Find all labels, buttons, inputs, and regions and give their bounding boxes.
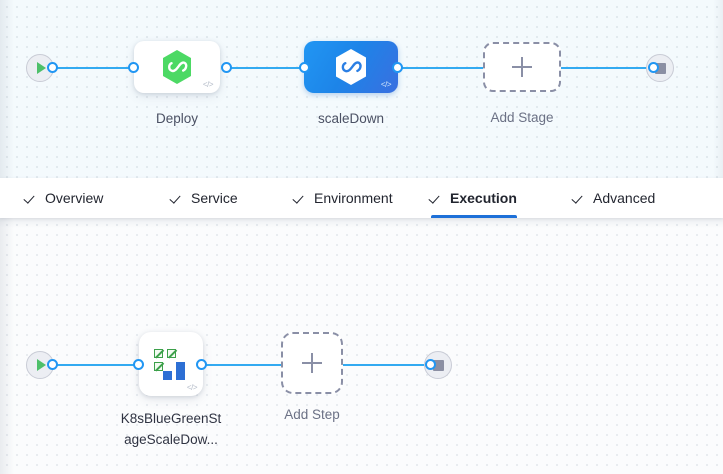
tab-service[interactable]: Service <box>172 178 238 218</box>
port-step-end-in[interactable] <box>425 359 436 370</box>
canvas-edge-shadow-right <box>713 0 723 178</box>
tab-label: Advanced <box>593 190 656 206</box>
check-icon <box>26 192 38 204</box>
add-step-label: Add Step <box>284 407 340 422</box>
check-icon <box>431 192 443 204</box>
tab-environment[interactable]: Environment <box>295 178 393 218</box>
connector-deploy-to-scaledown <box>222 67 306 69</box>
port-deploy-in[interactable] <box>128 62 139 73</box>
stop-icon <box>654 62 666 74</box>
step-label-k8s-blue-green-scale-down: K8sBlueGreenSt ageScaleDow... <box>120 411 222 447</box>
code-badge-icon: </> <box>186 383 198 392</box>
port-step-out[interactable] <box>196 359 207 370</box>
stage-canvas[interactable]: </> Deploy </> scaleDown Add Stage <box>0 0 723 178</box>
port-stage-start-out[interactable] <box>47 62 58 73</box>
port-step-in[interactable] <box>133 359 144 370</box>
stage-config-tabbar: Overview Service Environment Execution A… <box>0 178 723 218</box>
connector-addstep-to-end <box>342 364 428 366</box>
port-step-start-out[interactable] <box>47 359 58 370</box>
code-badge-icon: </> <box>380 80 392 89</box>
stage-node-deploy[interactable]: </> <box>134 41 220 93</box>
stop-icon <box>432 359 444 371</box>
plus-icon <box>512 57 532 77</box>
code-badge-icon: </> <box>202 80 214 89</box>
canvas-edge-shadow-left <box>0 218 14 474</box>
connector-start-to-step <box>48 364 140 366</box>
check-icon <box>295 192 307 204</box>
tab-advanced[interactable]: Advanced <box>574 178 655 218</box>
check-icon <box>172 192 184 204</box>
tab-label: Execution <box>450 190 517 206</box>
canvas-edge-shadow-left <box>0 0 14 178</box>
stage-label-deploy: Deploy <box>155 111 199 126</box>
port-scaledown-in[interactable] <box>299 62 310 73</box>
stage-label-scaledown: scaleDown <box>317 111 385 126</box>
harness-hexagon-icon <box>336 49 366 85</box>
play-icon <box>37 359 46 371</box>
add-stage-button[interactable] <box>483 42 561 92</box>
add-stage-label: Add Stage <box>490 110 554 125</box>
connector-scaledown-to-addstage <box>396 67 484 69</box>
canvas-edge-shadow-top <box>0 218 723 228</box>
tab-label: Overview <box>45 190 104 206</box>
tab-overview[interactable]: Overview <box>26 178 103 218</box>
port-scaledown-out[interactable] <box>392 62 403 73</box>
k8s-squares-icon <box>154 348 188 380</box>
connector-step-to-addstep <box>196 364 282 366</box>
harness-hexagon-icon <box>163 50 191 84</box>
add-step-button[interactable] <box>281 332 343 394</box>
step-node-k8s-blue-green-scale-down[interactable]: </> <box>139 332 203 396</box>
port-stage-end-in[interactable] <box>648 62 659 73</box>
execution-step-canvas[interactable]: </> K8sBlueGreenSt ageScaleDow... Add St… <box>0 218 723 474</box>
stage-node-scaledown[interactable]: </> <box>304 41 398 93</box>
plus-icon <box>302 353 322 373</box>
tab-label: Environment <box>314 190 393 206</box>
connector-addstage-to-end <box>560 67 652 69</box>
port-deploy-out[interactable] <box>221 62 232 73</box>
tab-label: Service <box>191 190 238 206</box>
tab-active-underline <box>431 215 517 218</box>
connector-start-to-deploy <box>48 67 140 69</box>
tab-execution[interactable]: Execution <box>431 178 517 218</box>
check-icon <box>574 192 586 204</box>
play-icon <box>37 62 46 74</box>
